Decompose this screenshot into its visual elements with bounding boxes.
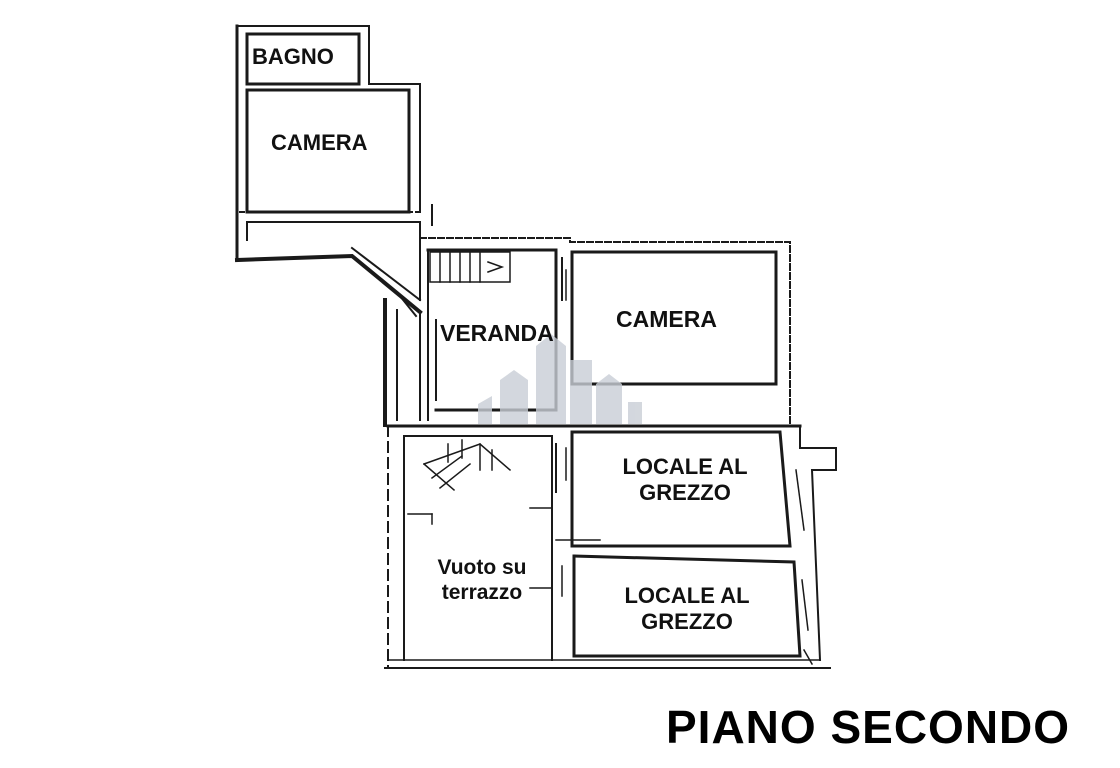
watermark-logo (478, 334, 642, 424)
room-label-vuoto-line2: terrazzo (441, 581, 523, 605)
corridor-walls (234, 221, 423, 315)
room-label-locale-upper-line1: LOCALE AL (622, 454, 748, 479)
room-label-locale-lower: LOCALE AL GREZZO (612, 583, 762, 636)
veranda-stairs (429, 251, 511, 283)
room-label-vuoto-line1: Vuoto su (437, 556, 527, 579)
camera-upper-walls (235, 24, 433, 262)
floor-title: PIANO SECONDO (666, 701, 1071, 753)
room-label-camera-upper: CAMERA (271, 130, 368, 155)
room-label-veranda: VERANDA (440, 320, 554, 346)
lower-stairs (422, 439, 512, 492)
room-label-locale-lower-line1: LOCALE AL (624, 583, 750, 608)
room-label-locale-upper-line2: GREZZO (639, 480, 731, 506)
camera-right-walls (561, 250, 778, 386)
veranda-walls (383, 237, 791, 427)
room-label-bagno: BAGNO (252, 44, 334, 69)
vuoto-walls (403, 435, 553, 661)
lower-block-walls (384, 424, 837, 669)
room-label-camera-right: CAMERA (616, 306, 717, 332)
room-label-locale-upper: LOCALE AL GREZZO (610, 454, 760, 507)
locale-lower-walls (555, 539, 809, 658)
bagno-walls (236, 25, 370, 86)
locale-upper-walls (555, 430, 805, 548)
room-label-locale-lower-line2: GREZZO (641, 609, 733, 635)
room-label-vuoto: Vuoto su terrazzo (420, 555, 544, 605)
